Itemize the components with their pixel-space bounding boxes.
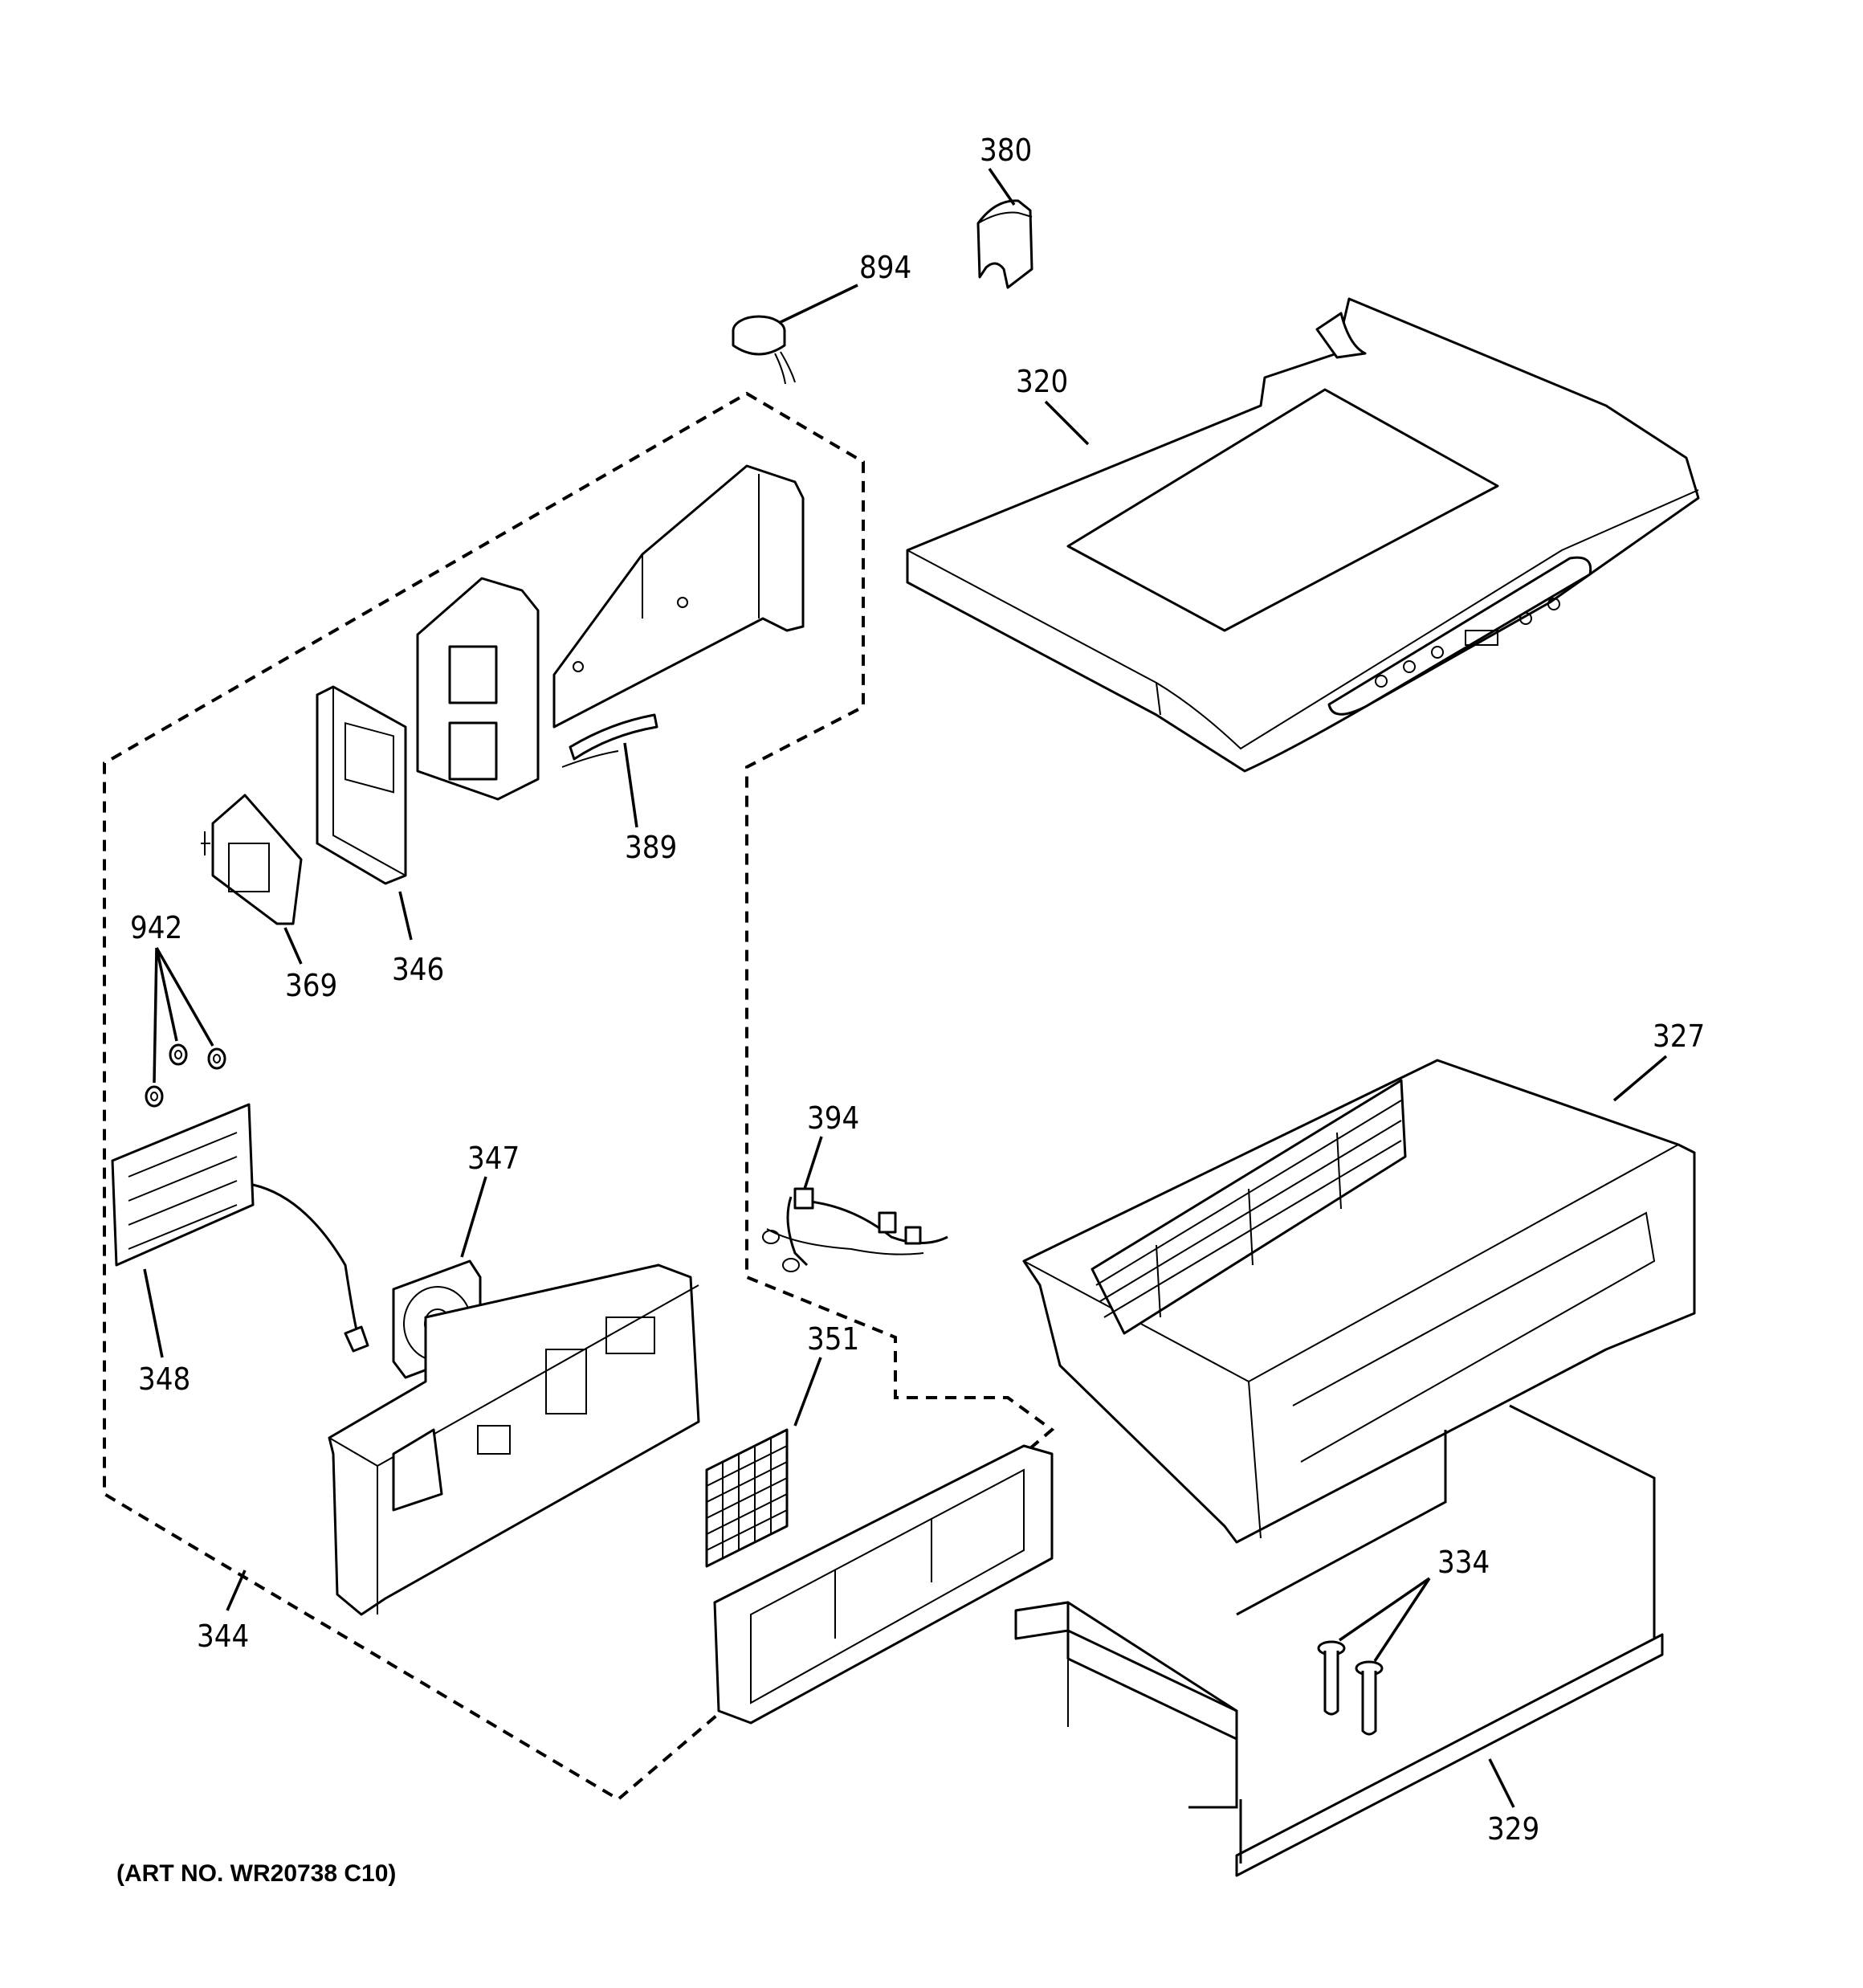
leader-lines <box>143 168 1668 1808</box>
callout-380: 380 <box>980 133 1032 168</box>
callout-347: 347 <box>467 1141 520 1176</box>
callout-942: 942 <box>130 910 182 945</box>
part-394-harness <box>762 1187 948 1272</box>
part-351-grille <box>705 1428 1054 1725</box>
callout-348: 348 <box>138 1361 190 1397</box>
callout-334: 334 <box>1437 1545 1490 1580</box>
callout-320: 320 <box>1016 364 1068 399</box>
part-320-control-cover <box>906 297 1700 773</box>
callout-389: 389 <box>625 830 677 865</box>
part-348-heater-plate <box>111 1103 359 1334</box>
callout-329: 329 <box>1487 1811 1539 1847</box>
part-344-duct-upper <box>416 464 805 801</box>
callout-394: 394 <box>807 1100 859 1136</box>
part-942-washers <box>145 1043 226 1108</box>
part-334-pins <box>1317 1640 1384 1736</box>
part-329-rail-frame <box>1014 1404 1664 1877</box>
part-346-gasket <box>316 685 407 885</box>
callout-369: 369 <box>285 968 337 1003</box>
part-380-cap <box>976 199 1033 289</box>
callout-344: 344 <box>197 1619 249 1654</box>
part-389-wire <box>561 713 658 768</box>
callout-327: 327 <box>1653 1018 1705 1054</box>
part-327-drawer-pan <box>1022 1059 1696 1544</box>
part-344-fan-housing <box>328 1263 700 1616</box>
callout-351: 351 <box>807 1321 859 1357</box>
part-894-sensor <box>732 315 796 385</box>
assembly-344-boundary <box>103 391 1055 1802</box>
part-369-damper <box>201 794 303 925</box>
callout-894: 894 <box>859 250 911 285</box>
art-number: (ART NO. WR20738 C10) <box>116 1860 396 1887</box>
callout-346: 346 <box>392 952 444 987</box>
